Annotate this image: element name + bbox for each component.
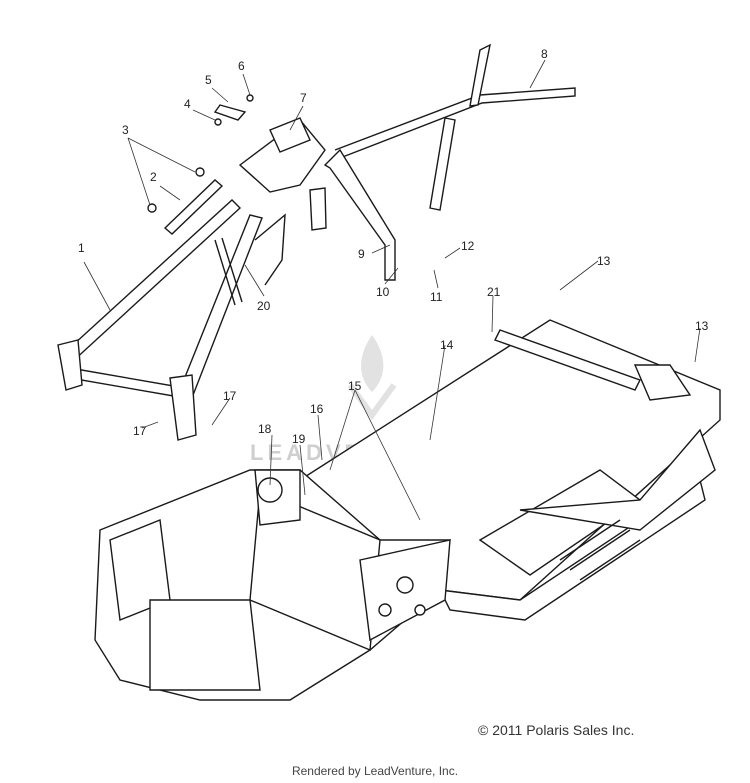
callout-11: 11 [430, 290, 443, 304]
callout-10: 10 [376, 285, 390, 299]
callout-16: 16 [310, 402, 324, 416]
steering-mount-assembly [147, 94, 327, 235]
callout-17-right: 17 [223, 389, 237, 403]
callout-21: 21 [487, 285, 501, 299]
callout-2: 2 [150, 170, 157, 184]
callout-12: 12 [461, 239, 475, 253]
callout-14: 14 [440, 338, 454, 352]
callout-19: 19 [292, 432, 306, 446]
copyright-text: © 2011 Polaris Sales Inc. [478, 722, 635, 738]
callout-13-right: 13 [695, 319, 709, 333]
bridge-tube-assembly [323, 43, 576, 281]
callout-5: 5 [205, 73, 212, 87]
callout-13-top: 13 [597, 254, 611, 268]
flame-logo-icon [361, 335, 384, 392]
front-bulkhead [94, 469, 451, 701]
callout-20: 20 [257, 299, 271, 313]
callout-8: 8 [541, 47, 548, 61]
callouts: 1 2 3 4 5 6 7 8 9 10 11 12 13 13 14 15 1… [78, 47, 709, 446]
callout-9: 9 [358, 247, 365, 261]
callout-1: 1 [78, 241, 85, 255]
callout-6: 6 [238, 59, 245, 73]
rendered-by-text: Rendered by LeadVenture, Inc. [291, 764, 459, 778]
rear-support-assembly [57, 199, 286, 441]
callout-15: 15 [348, 379, 362, 393]
chassis-tunnel [298, 319, 721, 621]
callout-17-left: 17 [133, 424, 147, 438]
callout-7: 7 [300, 91, 307, 105]
callout-3: 3 [122, 123, 129, 137]
callout-4: 4 [184, 97, 191, 111]
leader-lines [83, 59, 701, 521]
callout-18: 18 [258, 422, 272, 436]
